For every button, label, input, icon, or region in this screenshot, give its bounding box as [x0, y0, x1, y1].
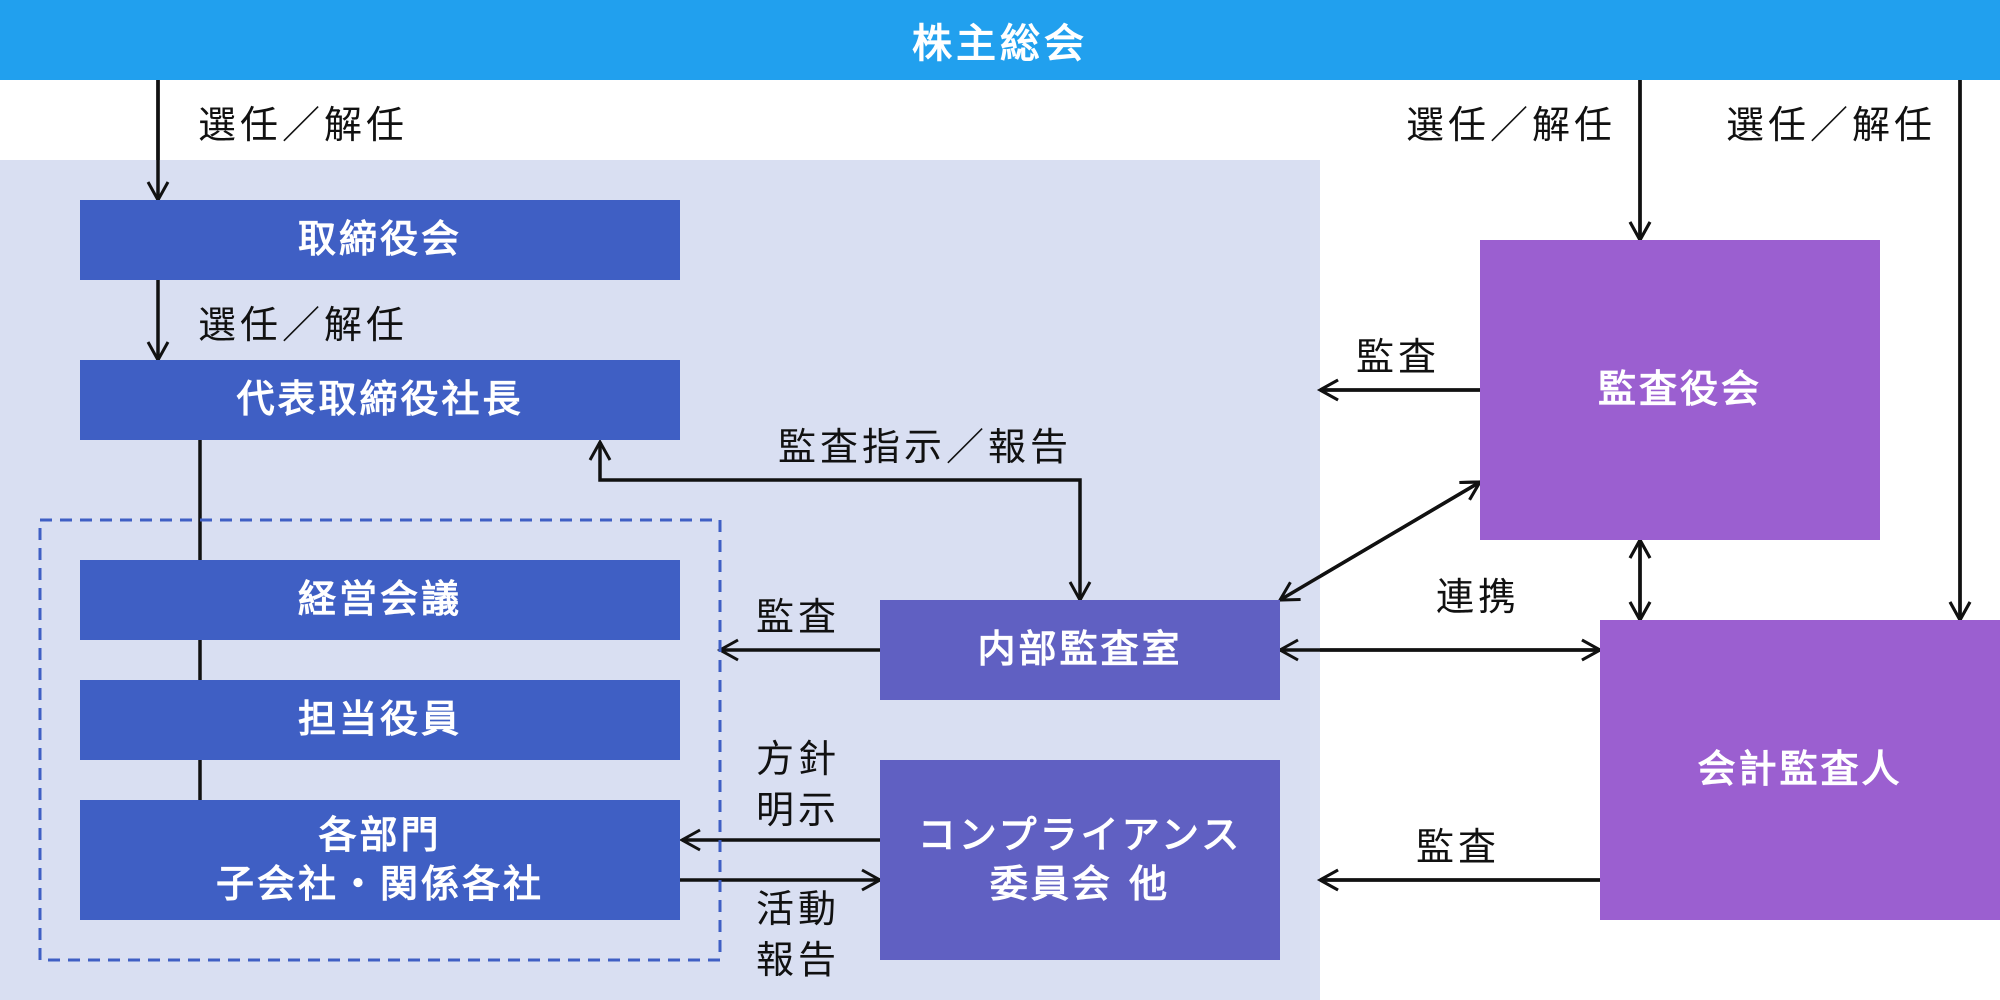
compliance-label-line1: コンプライアンス — [917, 812, 1243, 857]
label-audit-internal: 監査 — [756, 595, 841, 639]
label-audit-instruction: 監査指示／報告 — [778, 425, 1073, 469]
management-meeting-box: 経営会議 — [80, 560, 680, 640]
accounting-auditor-box: 会計監査人 — [1600, 620, 2000, 920]
label-appoint-accountant: 選任／解任 — [1726, 103, 1937, 147]
label-activity-line1: 活動 — [756, 887, 841, 931]
label-audit-auditboard: 監査 — [1356, 335, 1441, 379]
internal-audit-label: 内部監査室 — [977, 627, 1183, 672]
officers-box: 担当役員 — [80, 680, 680, 760]
label-audit-accountant: 監査 — [1416, 825, 1501, 869]
board-of-directors-box: 取締役会 — [80, 200, 680, 280]
compliance-label-line2: 委員会 他 — [989, 862, 1171, 906]
audit-board-label: 監査役会 — [1597, 367, 1762, 412]
label-cooperation: 連携 — [1436, 575, 1521, 619]
label-policy-line2: 明示 — [756, 788, 841, 833]
label-appoint-board: 選任／解任 — [198, 103, 409, 147]
label-policy-line1: 方針 — [756, 737, 841, 781]
management-meeting-label: 経営会議 — [297, 577, 462, 622]
president-box: 代表取締役社長 — [80, 360, 680, 440]
departments-label-line2: 子会社・関係各社 — [215, 862, 544, 906]
label-appoint-auditboard: 選任／解任 — [1406, 103, 1617, 147]
label-activity-report: 活動 報告 — [756, 884, 840, 987]
label-appoint-president: 選任／解任 — [198, 303, 409, 347]
departments-box: 各部門 子会社・関係各社 — [80, 800, 680, 920]
compliance-box: コンプライアンス 委員会 他 — [880, 760, 1280, 960]
internal-audit-box: 内部監査室 — [880, 600, 1280, 700]
departments-label-line1: 各部門 — [318, 812, 442, 857]
shareholders-meeting-bar: 株主総会 — [0, 0, 2000, 80]
label-activity-line2: 報告 — [756, 938, 841, 983]
officers-label: 担当役員 — [297, 697, 462, 742]
label-policy: 方針 明示 — [756, 734, 840, 837]
audit-board-box: 監査役会 — [1480, 240, 1880, 540]
dashed-group-box — [38, 518, 722, 962]
president-label: 代表取締役社長 — [236, 377, 524, 422]
accounting-auditor-label: 会計監査人 — [1697, 747, 1903, 792]
board-label: 取締役会 — [297, 217, 462, 262]
